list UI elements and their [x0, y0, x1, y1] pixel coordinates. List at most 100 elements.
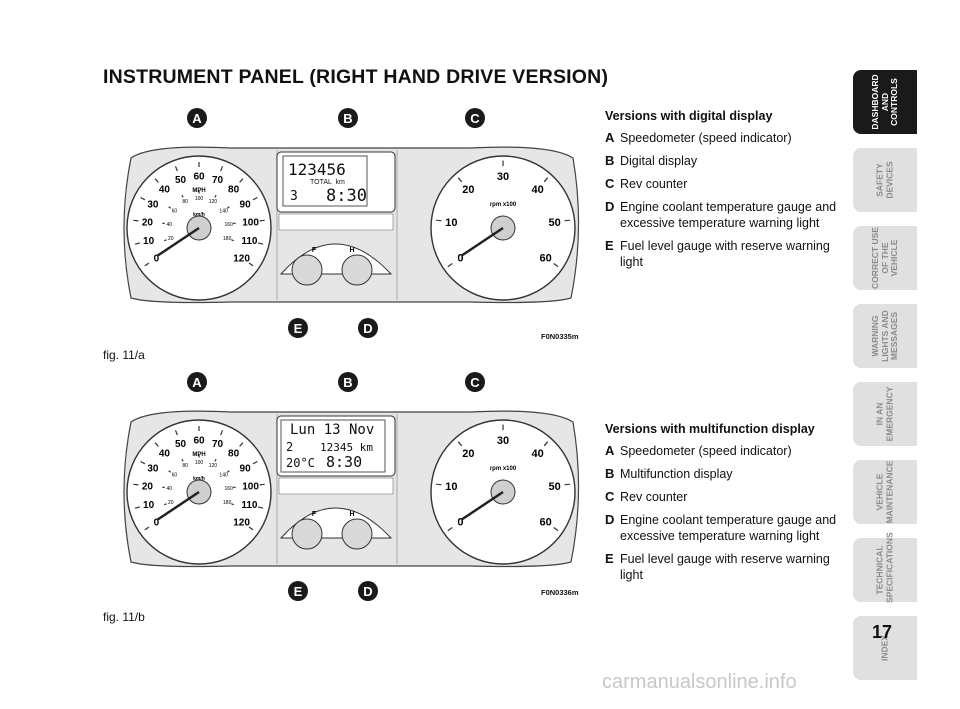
gauge-tick	[181, 194, 184, 198]
rev-label: 60	[539, 517, 551, 529]
speedo-mph-label: 20	[142, 482, 154, 493]
temp-mark: H	[349, 247, 354, 254]
chapter-tab[interactable]: TECHNICAL SPECIFICATIONS	[853, 532, 917, 603]
rev-label: 40	[531, 184, 543, 196]
gauge-tick	[257, 242, 264, 245]
gauge-tick	[436, 219, 442, 222]
speedo-mph-label: 60	[193, 436, 205, 447]
gauge-tick	[133, 483, 139, 486]
rev-label: 60	[539, 253, 551, 265]
chapter-tab[interactable]: IN AN EMERGENCY	[853, 382, 917, 446]
item-key: E	[605, 238, 614, 253]
speedo-mph-label: 120	[233, 253, 250, 264]
gauge-tick	[257, 506, 264, 509]
rev-label: 10	[445, 481, 457, 493]
speedo-mph-label: 40	[159, 185, 171, 196]
page-number: 17	[872, 622, 893, 642]
callout-a-fig-b: A	[187, 372, 207, 392]
speedo-kmh-label: 140	[219, 209, 228, 215]
item-key: A	[605, 130, 615, 145]
callout-e-fig-a: E	[288, 318, 308, 338]
chapter-tab-label: DASHBOARD AND CONTROLS	[869, 74, 899, 130]
gauge-tick	[154, 178, 159, 183]
item-text: Speedometer (speed indicator)	[620, 131, 792, 145]
gauge-tick	[436, 483, 442, 486]
display-b-line3-right: 8:30	[326, 453, 363, 471]
speedo-kmh-label: 100	[195, 196, 204, 202]
speedo-mph-label: 0	[154, 517, 160, 528]
gauge-tick	[140, 196, 146, 201]
rev-label: 30	[497, 171, 509, 183]
item-text: Engine coolant temperature gauge and exc…	[620, 200, 837, 230]
gauge-tick	[174, 166, 178, 172]
gauge-tick	[564, 219, 570, 222]
chapter-tab-label: SAFETY DEVICES	[874, 161, 895, 199]
speedo-kmh-label: 120	[209, 463, 218, 469]
speedo-mph-label: 80	[228, 185, 240, 196]
speedo-kmh-label: 160	[225, 222, 234, 228]
callout-a-fig-a: A	[187, 108, 207, 128]
display-a-line1: 123456	[288, 160, 346, 179]
watermark: carmanualsonline.info	[602, 671, 797, 693]
callout-b-fig-b: B	[338, 372, 358, 392]
chapter-tab-label: IN AN EMERGENCY	[874, 386, 895, 442]
display-b-line1: Lun 13 Nov	[290, 422, 375, 438]
speedo-mph-label: 30	[147, 464, 159, 475]
rev-label: 20	[462, 184, 474, 196]
chapter-tab-label: VEHICLE MAINTENANCE	[874, 460, 895, 524]
chapter-tab[interactable]: VEHICLE MAINTENANCE	[853, 460, 917, 524]
speedo-kmh-label: 40	[167, 222, 173, 228]
chapter-tab[interactable]: SAFETY DEVICES	[853, 148, 917, 212]
speedo-mph-label: 60	[193, 172, 205, 183]
item-text: Fuel level gauge with reserve warning li…	[620, 239, 830, 269]
chapter-tab[interactable]: DASHBOARD AND CONTROLS	[853, 70, 917, 134]
rev-label: 50	[548, 217, 560, 229]
temp-mark: H	[349, 511, 354, 518]
chapter-tab-label: WARNING LIGHTS AND MESSAGES	[869, 310, 899, 362]
display-b-line3-left: 20°C	[286, 456, 315, 470]
gauge-tick	[134, 506, 141, 509]
speedo-mph-label: 70	[212, 439, 224, 450]
gauge-tick	[231, 239, 235, 242]
callout-d-fig-a: D	[358, 318, 378, 338]
item-key: D	[605, 512, 615, 527]
gauge-tick	[154, 442, 159, 447]
page-title: INSTRUMENT PANEL (RIGHT HAND DRIVE VERSI…	[103, 66, 609, 88]
gauge-tick	[447, 263, 453, 268]
gauge-tick	[564, 483, 570, 486]
gauge-tick	[543, 177, 549, 183]
gauge-tick	[252, 196, 258, 201]
gauge-tick	[133, 219, 139, 222]
speedo-kmh-label: 160	[225, 486, 234, 492]
item-key: A	[605, 443, 615, 458]
speedo-kmh-label: 140	[219, 473, 228, 479]
gauge-tick	[553, 263, 559, 268]
speedo-kmh-label: 80	[182, 199, 188, 205]
fuel-mark: F	[312, 247, 317, 254]
speedo-unit-mph: MPH	[192, 188, 205, 194]
gauge-tick	[220, 166, 224, 172]
display-a-line3-left: 3	[290, 189, 298, 204]
callout-c-fig-b: C	[465, 372, 485, 392]
chapter-tab[interactable]: INDEX	[853, 616, 917, 680]
speedo-kmh-label: 180	[223, 236, 232, 242]
rev-label: 30	[497, 435, 509, 447]
callout-b-fig-a: B	[338, 108, 358, 128]
chapter-tab[interactable]: WARNING LIGHTS AND MESSAGES	[853, 304, 917, 368]
speedo-kmh-label: 120	[209, 199, 218, 205]
speedo-mph-label: 90	[240, 464, 252, 475]
chapter-tab[interactable]: CORRECT USE OF THE VEHICLE	[853, 226, 917, 290]
display-a-line3-right: 8:30	[326, 186, 367, 206]
speedo-mph-label: 100	[242, 218, 259, 229]
section-heading: Versions with digital display	[605, 109, 773, 123]
gauge-tick	[163, 239, 167, 242]
gauge-tick	[163, 503, 167, 506]
